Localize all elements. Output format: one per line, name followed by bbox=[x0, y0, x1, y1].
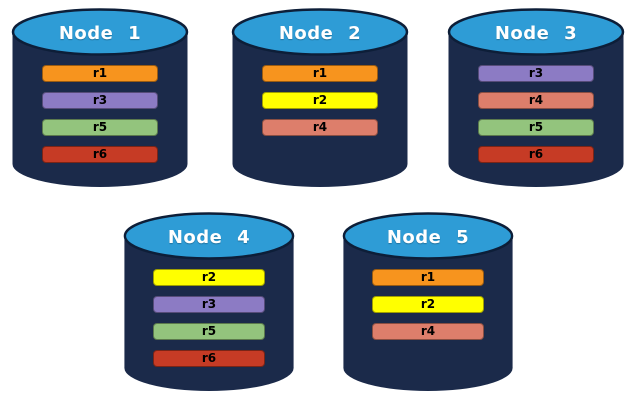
record-label: r5 bbox=[92, 120, 108, 134]
record-list: r1 r2 r4 bbox=[230, 65, 410, 146]
record-label: r5 bbox=[528, 120, 544, 134]
node-1-record-r1: r1 bbox=[42, 65, 158, 82]
database-cylinder-icon bbox=[231, 8, 409, 187]
node-3-record-r4: r4 bbox=[478, 92, 594, 109]
record-label: r2 bbox=[201, 270, 217, 284]
record-label: r4 bbox=[528, 93, 544, 107]
node-1-record-r3: r3 bbox=[42, 92, 158, 109]
node-3-record-r3: r3 bbox=[478, 65, 594, 82]
record-label: r6 bbox=[201, 351, 217, 365]
node-4-record-r6: r6 bbox=[153, 350, 265, 367]
record-label: r3 bbox=[92, 93, 108, 107]
record-label: r2 bbox=[312, 93, 328, 107]
record-label: r5 bbox=[201, 324, 217, 338]
node-title: Node 4 bbox=[167, 227, 251, 248]
record-label: r2 bbox=[420, 297, 436, 311]
record-list: r1 r2 r4 bbox=[341, 269, 515, 350]
node-3: Node 3 r3 r4 r5 r6 bbox=[446, 7, 626, 189]
node-3-record-r5: r5 bbox=[478, 119, 594, 136]
record-label: r6 bbox=[92, 147, 108, 161]
node-3-record-r6: r6 bbox=[478, 146, 594, 163]
node-4-record-r5: r5 bbox=[153, 323, 265, 340]
record-label: r1 bbox=[420, 270, 436, 284]
node-1: Node 1 r1 r3 r5 r6 bbox=[10, 7, 190, 189]
record-label: r1 bbox=[312, 66, 328, 80]
node-2-record-r4: r4 bbox=[262, 119, 378, 136]
node-2: Node 2 r1 r2 r4 bbox=[230, 7, 410, 189]
record-label: r4 bbox=[312, 120, 328, 134]
node-title: Node 3 bbox=[494, 23, 578, 44]
node-title: Node 2 bbox=[278, 23, 362, 44]
record-list: r3 r4 r5 r6 bbox=[446, 65, 626, 173]
node-4-record-r3: r3 bbox=[153, 296, 265, 313]
node-5-record-r4: r4 bbox=[372, 323, 484, 340]
node-title: Node 1 bbox=[58, 23, 142, 44]
node-1-record-r5: r5 bbox=[42, 119, 158, 136]
node-title: Node 5 bbox=[386, 227, 470, 248]
record-label: r3 bbox=[528, 66, 544, 80]
node-5-record-r1: r1 bbox=[372, 269, 484, 286]
record-label: r6 bbox=[528, 147, 544, 161]
record-label: r4 bbox=[420, 324, 436, 338]
record-label: r1 bbox=[92, 66, 108, 80]
node-4: Node 4 r2 r3 r5 r6 bbox=[122, 211, 296, 393]
node-4-record-r2: r2 bbox=[153, 269, 265, 286]
node-1-record-r6: r6 bbox=[42, 146, 158, 163]
database-cylinder-icon bbox=[342, 212, 514, 391]
record-list: r2 r3 r5 r6 bbox=[122, 269, 296, 377]
record-list: r1 r3 r5 r6 bbox=[10, 65, 190, 173]
node-5: Node 5 r1 r2 r4 bbox=[341, 211, 515, 393]
node-5-record-r2: r2 bbox=[372, 296, 484, 313]
record-label: r3 bbox=[201, 297, 217, 311]
node-2-record-r2: r2 bbox=[262, 92, 378, 109]
node-2-record-r1: r1 bbox=[262, 65, 378, 82]
